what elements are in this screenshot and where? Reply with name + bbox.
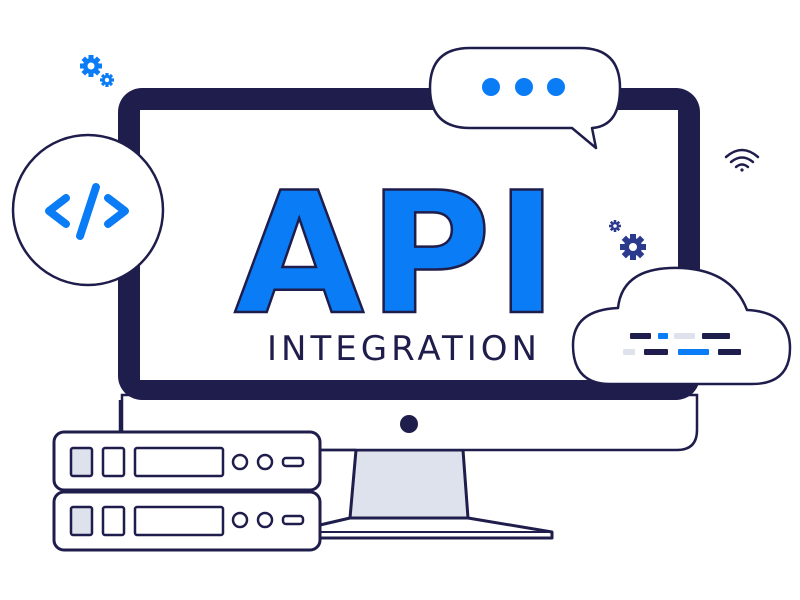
- chat-dot: [482, 78, 500, 96]
- chat-dot: [515, 78, 533, 96]
- monitor-stand-neck: [348, 448, 470, 520]
- server-unit: [52, 430, 322, 492]
- subheadline-integration: INTEGRATION: [267, 329, 541, 369]
- cloud-icon: [571, 266, 792, 386]
- monitor-power-dot: [400, 415, 418, 433]
- headline-api: API: [234, 156, 562, 352]
- server-rack-icon: [52, 400, 356, 552]
- gear-icon-navy: [609, 220, 646, 260]
- headline-group: API INTEGRATION: [233, 155, 562, 369]
- gear-icon-blue: [80, 55, 114, 87]
- code-icon: [45, 183, 129, 240]
- chat-bubble-icon: [428, 46, 622, 150]
- server-unit: [52, 490, 322, 552]
- monitor-stand-base: [318, 516, 554, 540]
- chat-dot: [547, 78, 565, 96]
- wifi-icon: [724, 148, 760, 172]
- code-badge: [11, 133, 165, 287]
